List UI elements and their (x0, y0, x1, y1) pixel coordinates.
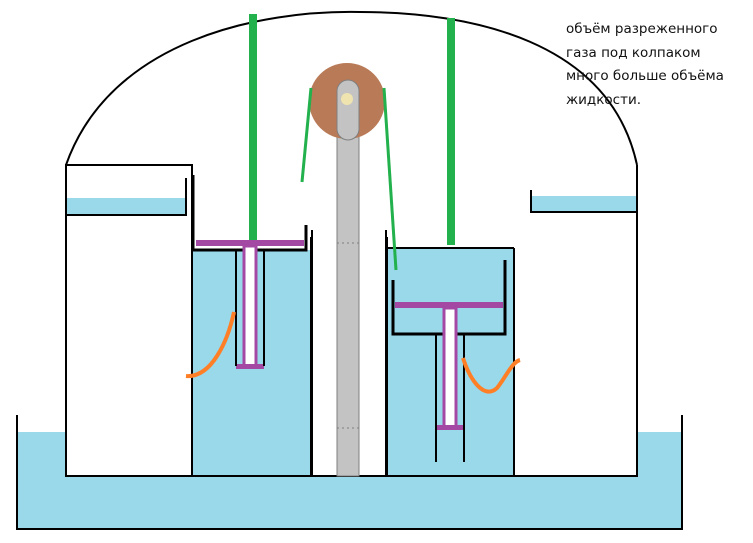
left-piston-foot (236, 364, 264, 369)
annotation-line-4: жидкости. (566, 91, 642, 108)
right-piston-foot (436, 425, 464, 430)
post-top (336, 79, 360, 141)
pulley-string-left (300, 87, 313, 183)
center-post (336, 89, 360, 477)
pulley-axle (341, 93, 353, 105)
bell-jar-dome (65, 10, 638, 166)
pulley-string-right (382, 87, 398, 271)
spring-right (461, 357, 521, 394)
left-chamber-water-top (67, 198, 185, 214)
right-piston-rod (442, 306, 458, 430)
left-piston-head (196, 240, 304, 246)
annotation-line-2: газа под колпаком (566, 44, 701, 61)
right-chamber-water-top (531, 196, 636, 212)
outer-tank (16, 415, 683, 530)
annotation-text: объём разреженного газа под колпаком мно… (566, 18, 751, 112)
left-piston-rod (242, 244, 258, 368)
annotation-line-1: объём разреженного (566, 21, 718, 37)
right-chamber-wall (514, 165, 637, 476)
left-chamber-top (66, 178, 187, 216)
right-piston-head (395, 302, 503, 308)
annotation-line-3: много больше объёма (566, 68, 724, 84)
right-chamber-top (530, 190, 637, 213)
spring-left (185, 311, 236, 379)
